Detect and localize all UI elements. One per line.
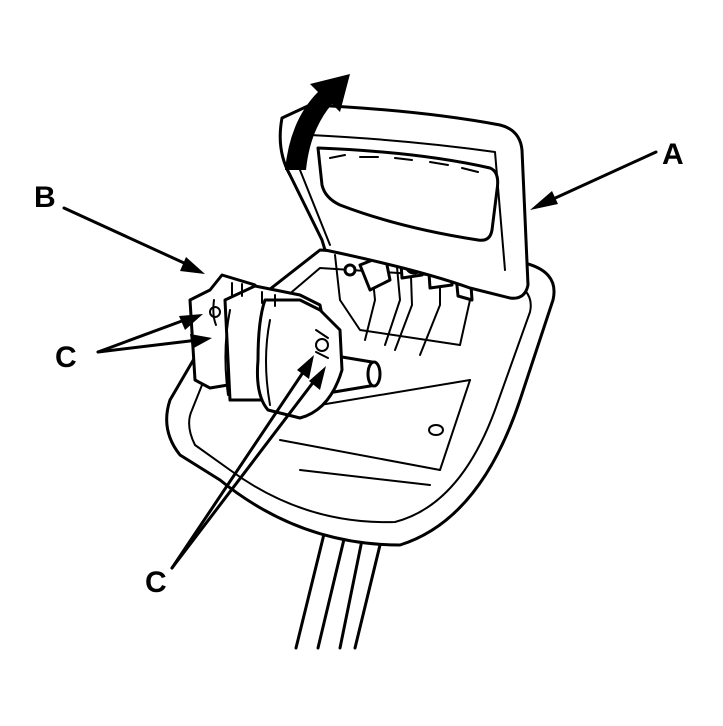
lift-arrow-icon <box>285 74 350 170</box>
leader-a <box>530 150 658 210</box>
leader-c-bottom <box>170 355 326 570</box>
fork-legs <box>294 528 382 650</box>
caliper-housing <box>278 103 530 300</box>
brake-pads <box>188 273 344 420</box>
callout-label-a: A <box>662 138 684 171</box>
leader-b <box>62 206 205 274</box>
callout-label-b: B <box>34 181 56 214</box>
callout-label-c-left: C <box>55 341 77 374</box>
leader-c-left <box>96 314 212 354</box>
callout-label-c-bottom: C <box>145 566 167 599</box>
